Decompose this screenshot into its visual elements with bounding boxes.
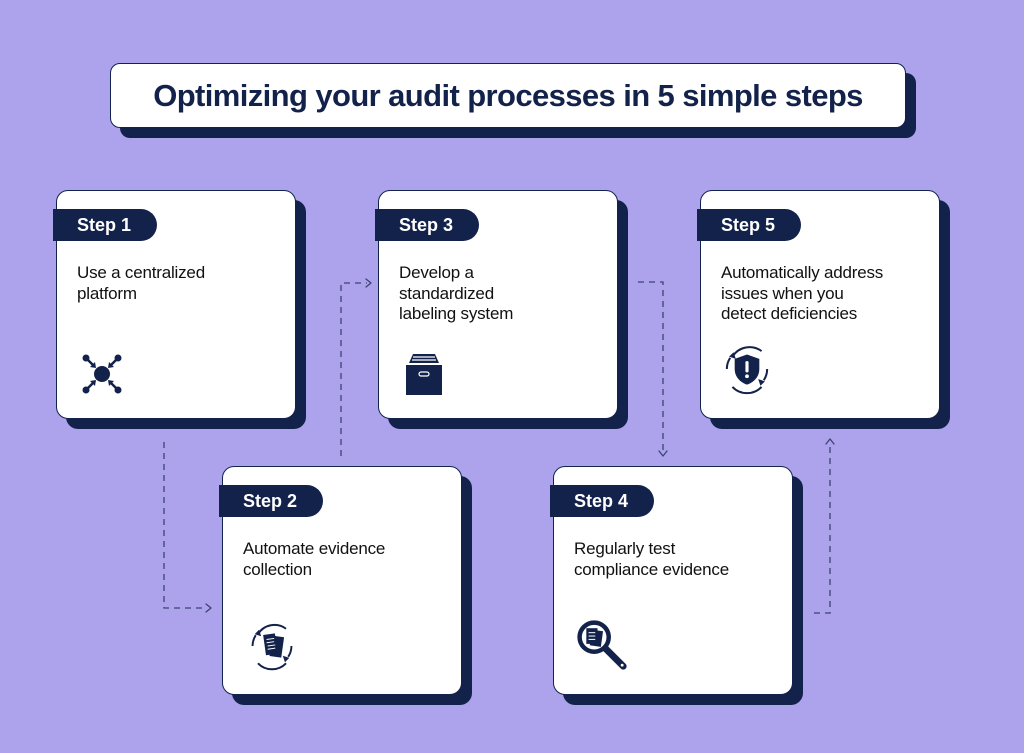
title-banner: Optimizing your audit processes in 5 sim…	[110, 63, 906, 128]
connector-step1-step2	[163, 442, 207, 609]
arrowhead-step5	[825, 438, 835, 445]
step-text-line: compliance evidence	[574, 559, 729, 579]
step-card-4: Step 4 Regularly test compliance evidenc…	[550, 466, 793, 695]
step-text-line: Regularly test	[574, 539, 676, 558]
shield-alert-sync-icon	[725, 346, 769, 395]
connector-step4-step5	[814, 443, 831, 614]
step-badge: Step 1	[53, 209, 157, 241]
page-title: Optimizing your audit processes in 5 sim…	[153, 77, 863, 113]
connector-step3-step4	[638, 281, 664, 452]
file-drawer-icon	[406, 354, 442, 395]
step-text-line: platform	[77, 283, 137, 303]
step-badge: Step 4	[550, 485, 654, 517]
step-badge: Step 3	[375, 209, 479, 241]
step-card-3: Step 3 Develop a standardized labeling s…	[375, 190, 618, 419]
step-text-line: standardized	[399, 283, 494, 303]
step-description: Develop a standardized labeling system	[399, 263, 607, 325]
step-badge: Step 5	[697, 209, 801, 241]
step-text-line: Automatically address	[721, 263, 884, 282]
step-text-line: Automate evidence	[243, 539, 386, 558]
centralize-arrows-icon	[82, 354, 122, 394]
step-text-line: labeling system	[399, 304, 514, 323]
step-description: Automatically address issues when you de…	[721, 263, 929, 325]
magnifier-document-icon	[577, 620, 627, 670]
arrowhead-step4	[658, 450, 668, 457]
step-text-line: collection	[243, 559, 312, 579]
arrowhead-step3	[365, 278, 372, 288]
step-text-line: Use a centralized	[77, 263, 205, 282]
step-badge: Step 2	[219, 485, 323, 517]
step-card-1: Step 1 Use a centralized platform	[53, 190, 296, 419]
step-text-line: Develop a	[399, 263, 474, 282]
step-card-5: Step 5 Automatically address issues when…	[697, 190, 940, 419]
document-sync-icon	[251, 624, 293, 671]
arrowhead-step2	[205, 603, 212, 613]
connector-step2-step3	[340, 282, 367, 456]
step-description: Use a centralized platform	[77, 263, 285, 304]
step-card-2: Step 2 Automate evidence collection	[219, 466, 462, 695]
step-text-line: issues when you	[721, 283, 844, 303]
step-description: Automate evidence collection	[243, 539, 451, 580]
step-text-line: detect deficiencies	[721, 304, 858, 323]
step-description: Regularly test compliance evidence	[574, 539, 782, 580]
